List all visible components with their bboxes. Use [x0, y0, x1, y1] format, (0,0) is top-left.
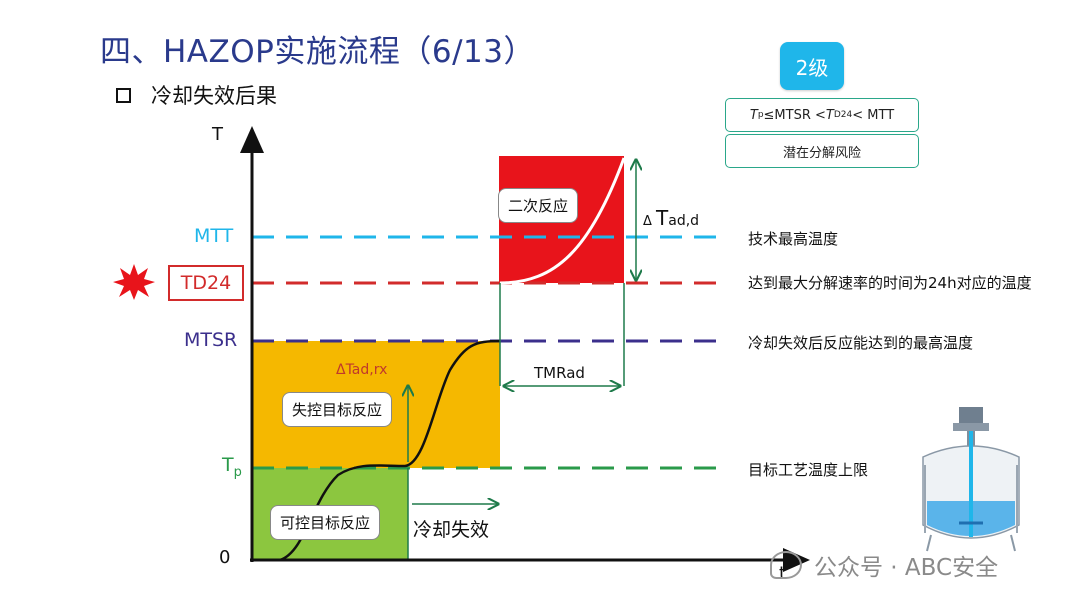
watermark-text: 公众号 · ABC安全: [814, 555, 999, 581]
tp-sub: p: [233, 464, 242, 480]
level-desc-td24: 达到最大分解速率的时间为24h对应的温度: [748, 274, 1032, 292]
level-desc-mtt: 技术最高温度: [748, 230, 839, 248]
secondary-curve: [499, 157, 626, 285]
level-label-mtt: MTT: [194, 225, 234, 247]
cond-td: T: [825, 107, 834, 123]
explosion-burst-icon: [113, 264, 155, 300]
cooling-failure-label: 冷却失效: [413, 519, 490, 541]
bullet-square-icon: [116, 87, 131, 103]
level-badge: 2级: [780, 42, 844, 90]
level-label-tp: Tp: [222, 454, 242, 480]
delta-tad-rx-label: ΔTad,rx: [336, 362, 388, 378]
level-desc-mtsr: 冷却失效后反应能达到的最高温度: [748, 334, 974, 352]
watermark: 公众号 · ABC安全: [770, 548, 998, 582]
y-axis-label: T: [212, 124, 223, 145]
delta-tad-d-main: T: [656, 206, 669, 230]
cond-tp: T: [749, 107, 758, 123]
region-label-runaway: 失控目标反应: [282, 392, 393, 427]
region-label-secondary: 二次反应: [498, 188, 579, 223]
cond-tail: < MTT: [852, 107, 895, 123]
region-label-controlled: 可控目标反应: [270, 505, 381, 540]
cond-td-sub: D24: [833, 110, 853, 120]
level-desc-tp: 目标工艺温度上限: [748, 461, 869, 479]
level-label-mtsr: MTSR: [184, 329, 238, 351]
delta-tad-d-prefix: Δ: [643, 214, 657, 229]
level-label-td24: TD24: [168, 265, 244, 301]
tp-main: T: [222, 454, 234, 476]
wechat-logo-icon: [770, 551, 802, 579]
cond-tp-sub: p: [757, 110, 764, 120]
reactor-vessel-icon: [922, 407, 1020, 552]
delta-tad-d-label: Δ Tad,d: [643, 206, 699, 230]
page-title: 四、HAZOP实施流程（6/13）: [100, 34, 535, 70]
tmrad-label: TMRad: [534, 364, 585, 382]
origin-label: 0: [219, 547, 231, 568]
cond-mid: ≤MTSR <: [763, 107, 826, 123]
bullet-row: 冷却失效后果: [116, 80, 277, 110]
delta-tad-d-sub: ad,d: [668, 213, 700, 229]
page-subtitle: 冷却失效后果: [151, 84, 277, 108]
condition-box-risk: 潜在分解风险: [725, 134, 919, 168]
